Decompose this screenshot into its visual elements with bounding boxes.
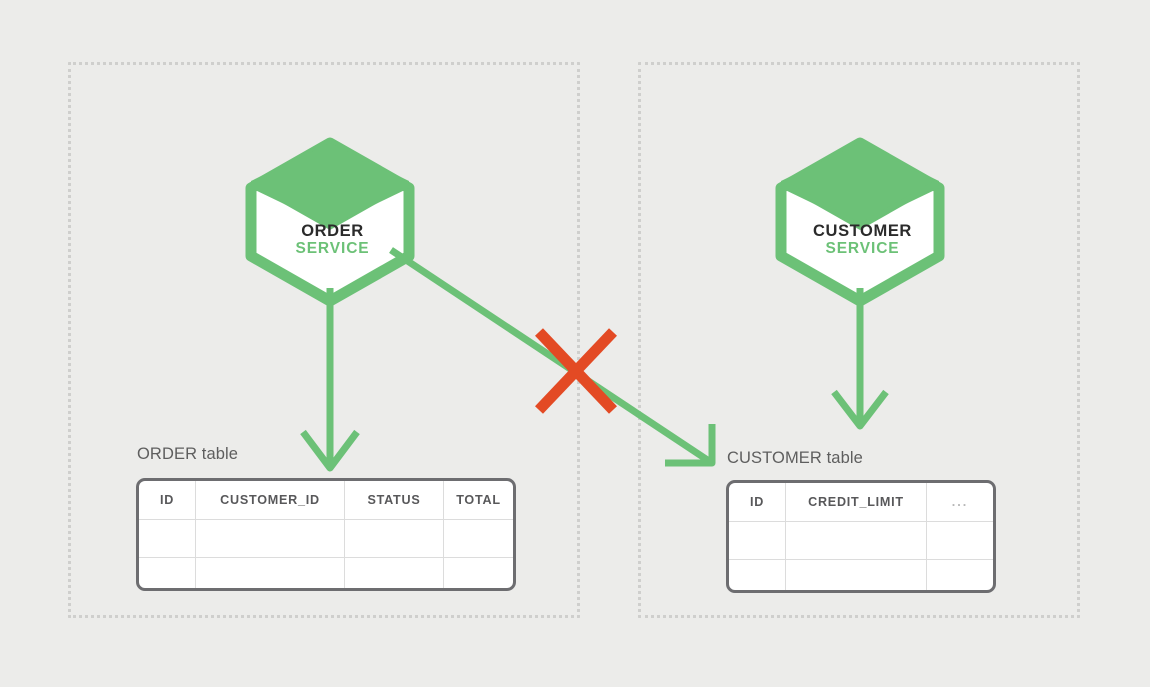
customer-cell bbox=[785, 521, 927, 560]
customer-col-id: ID bbox=[729, 483, 786, 522]
table-header-row: ID CUSTOMER_ID STATUS TOTAL bbox=[139, 481, 513, 520]
order-col-total: TOTAL bbox=[443, 481, 513, 520]
order-cell bbox=[139, 557, 196, 588]
table-header-row: ID CREDIT_LIMIT ... bbox=[729, 483, 993, 522]
customer-cell bbox=[926, 521, 993, 560]
customer-service-label: CUSTOMER SERVICE bbox=[780, 222, 945, 258]
customer-col-ellipsis: ... bbox=[926, 483, 993, 522]
order-cell bbox=[443, 519, 513, 558]
order-service-sub: SERVICE bbox=[295, 240, 370, 258]
customer-cell bbox=[729, 521, 786, 560]
order-col-status: STATUS bbox=[344, 481, 444, 520]
order-table-grid: ID CUSTOMER_ID STATUS TOTAL bbox=[139, 481, 514, 589]
table-row bbox=[139, 519, 513, 558]
table-row bbox=[139, 557, 514, 589]
order-cell bbox=[195, 557, 345, 588]
customer-service-name: CUSTOMER bbox=[813, 222, 912, 240]
order-table: ID CUSTOMER_ID STATUS TOTAL bbox=[136, 478, 516, 591]
customer-col-credit-limit: CREDIT_LIMIT bbox=[785, 483, 927, 522]
customer-table-grid: ID CREDIT_LIMIT ... bbox=[729, 483, 994, 591]
order-cell bbox=[444, 558, 514, 589]
customer-table: ID CREDIT_LIMIT ... bbox=[726, 480, 996, 593]
order-col-id: ID bbox=[139, 481, 196, 520]
table-row bbox=[729, 559, 994, 591]
customer-cell bbox=[729, 559, 786, 590]
customer-cell bbox=[927, 560, 994, 591]
order-table-caption: ORDER table bbox=[137, 445, 239, 463]
order-cell bbox=[195, 519, 345, 558]
order-service-label: ORDER SERVICE bbox=[250, 222, 415, 258]
order-cell bbox=[344, 557, 444, 588]
order-service-name: ORDER bbox=[301, 222, 364, 240]
customer-cell bbox=[785, 559, 927, 590]
order-col-customer-id: CUSTOMER_ID bbox=[195, 481, 345, 520]
customer-table-caption: CUSTOMER table bbox=[727, 449, 863, 467]
order-cell bbox=[139, 519, 196, 558]
table-row bbox=[729, 521, 993, 560]
order-cell bbox=[344, 519, 444, 558]
customer-service-sub: SERVICE bbox=[825, 240, 900, 258]
